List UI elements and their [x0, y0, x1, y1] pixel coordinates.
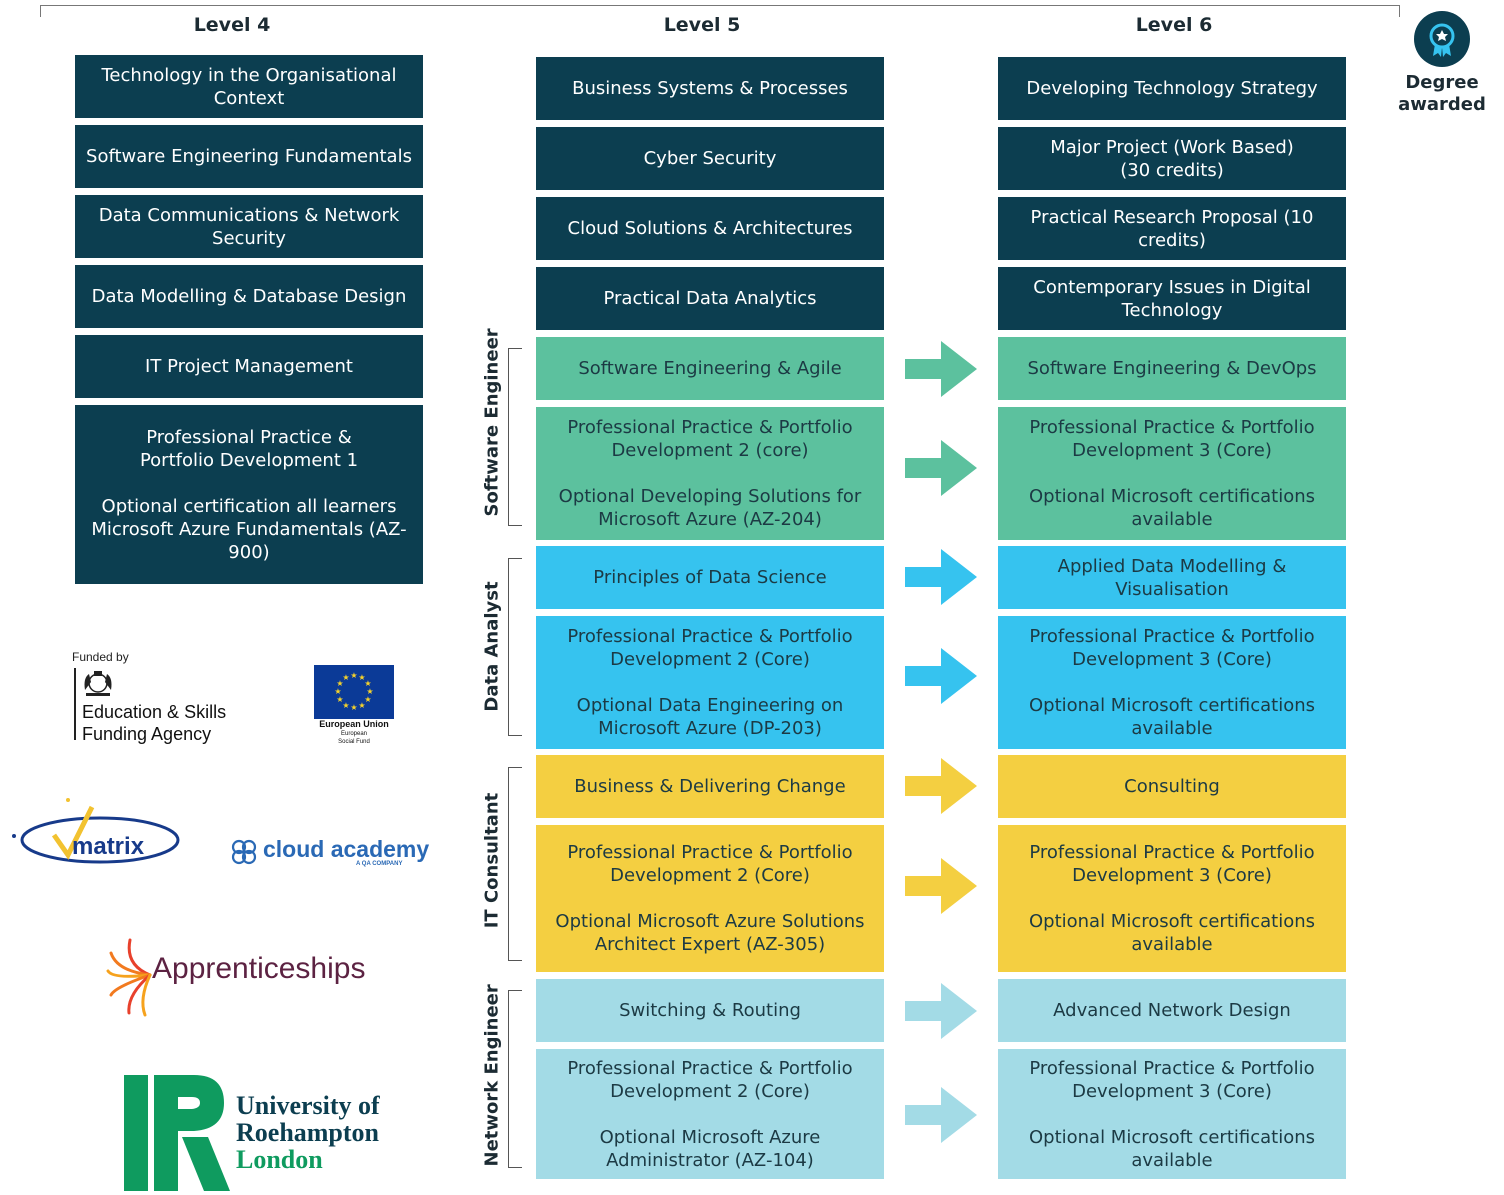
svg-text:★: ★: [364, 695, 371, 704]
l5-network-switching-routing: Switching & Routing: [536, 979, 884, 1042]
svg-text:★: ★: [336, 695, 343, 704]
l5-software-engineering-agile: Software Engineering & Agile: [536, 337, 884, 400]
svg-text:★: ★: [350, 703, 357, 712]
l6-data-modelling-visualisation: Applied Data Modelling & Visualisation: [998, 546, 1346, 609]
l6-module-research-proposal: Practical Research Proposal (10 credits): [998, 197, 1346, 260]
svg-text:★: ★: [364, 679, 371, 688]
l5-consultant-business-change: Business & Delivering Change: [536, 755, 884, 818]
consultant-pathway-label: IT Consultant: [481, 792, 503, 929]
data-bracket: [508, 558, 522, 736]
svg-text:★: ★: [342, 673, 349, 682]
l5-consultant-professional-practice: Professional Practice & Portfolio Develo…: [536, 825, 884, 972]
consultant-arrow-1: [905, 758, 977, 814]
software-bracket: [508, 348, 522, 526]
network-arrow-2: [905, 1087, 977, 1143]
matrix-label: matrix: [72, 833, 145, 860]
level-4-header: Level 4: [193, 14, 271, 36]
eu-flag-icon: ★★★ ★★★ ★★★ ★★★: [314, 665, 394, 719]
svg-text:★: ★: [350, 671, 357, 680]
svg-text:★: ★: [358, 701, 365, 710]
svg-text:★: ★: [342, 701, 349, 710]
l6-network-professional-practice: Professional Practice & Portfolio Develo…: [998, 1049, 1346, 1179]
l6-module-technology-strategy: Developing Technology Strategy: [998, 57, 1346, 120]
top-border-right-tick: [1399, 5, 1400, 17]
l4-module-project-management: IT Project Management: [75, 335, 423, 398]
network-pathway-label: Network Engineer: [481, 984, 503, 1167]
network-arrow-1: [905, 983, 977, 1039]
data-arrow-2: [905, 648, 977, 704]
l5-module-cyber-security: Cyber Security: [536, 127, 884, 190]
roehampton-r-icon: [124, 1075, 230, 1191]
svg-text:★: ★: [336, 679, 343, 688]
l6-network-advanced-design: Advanced Network Design: [998, 979, 1346, 1042]
apprenticeships-icon: [105, 935, 155, 1017]
l6-module-major-project: Major Project (Work Based) (30 credits): [998, 127, 1346, 190]
data-pathway-label: Data Analyst: [481, 581, 503, 712]
data-arrow-1: [905, 549, 977, 605]
svg-text:★: ★: [366, 687, 373, 696]
l5-module-data-analytics: Practical Data Analytics: [536, 267, 884, 330]
l6-module-contemporary-issues: Contemporary Issues in Digital Technolog…: [998, 267, 1346, 330]
esfa-divider: [74, 668, 76, 740]
eu-sublabel: European Social Fund: [338, 731, 370, 745]
l6-consultant-consulting: Consulting: [998, 755, 1346, 818]
degree-awarded-label: Degree awarded: [1398, 72, 1486, 115]
software-arrow-2: [905, 440, 977, 496]
l4-module-software-fundamentals: Software Engineering Fundamentals: [75, 125, 423, 188]
top-border-left-tick: [40, 5, 41, 17]
apprenticeships-label: Apprenticeships: [152, 952, 366, 985]
l4-module-data-modelling: Data Modelling & Database Design: [75, 265, 423, 328]
eu-label: European Union: [319, 719, 389, 729]
svg-text:★: ★: [334, 687, 341, 696]
funded-by-label: Funded by: [72, 650, 129, 664]
l5-module-cloud-solutions: Cloud Solutions & Architectures: [536, 197, 884, 260]
level-5-header: Level 5: [663, 14, 741, 36]
l4-module-technology-context: Technology in the Organisational Context: [75, 55, 423, 118]
l5-data-science: Principles of Data Science: [536, 546, 884, 609]
svg-text:★: ★: [358, 673, 365, 682]
university-name-line3: London: [236, 1145, 323, 1174]
l5-module-business-systems: Business Systems & Processes: [536, 57, 884, 120]
software-pathway-label: Software Engineer: [481, 328, 503, 517]
l6-software-professional-practice: Professional Practice & Portfolio Develo…: [998, 407, 1346, 540]
cloud-academy-label: cloud academy: [263, 836, 430, 862]
l4-module-professional-practice: Professional Practice & Portfolio Develo…: [75, 405, 423, 584]
level-6-header: Level 6: [1135, 14, 1213, 36]
top-border: [40, 5, 1400, 6]
university-name-line1: University of: [236, 1091, 380, 1120]
l6-software-devops: Software Engineering & DevOps: [998, 337, 1346, 400]
university-name-line2: Roehampton: [236, 1118, 380, 1147]
consultant-bracket: [508, 767, 522, 961]
cloud-academy-icon: [230, 838, 258, 866]
l6-consultant-professional-practice: Professional Practice & Portfolio Develo…: [998, 825, 1346, 972]
award-icon: [1414, 11, 1470, 67]
esfa-name: Education & Skills Funding Agency: [82, 702, 227, 744]
matrix-logo: [12, 795, 182, 880]
cloud-academy-sublabel: A QA COMPANY: [356, 861, 403, 867]
l5-data-professional-practice: Professional Practice & Portfolio Develo…: [536, 616, 884, 749]
consultant-arrow-2: [905, 858, 977, 914]
software-arrow-1: [905, 341, 977, 397]
l6-data-professional-practice: Professional Practice & Portfolio Develo…: [998, 616, 1346, 749]
royal-crest-icon: [80, 668, 116, 698]
l5-software-professional-practice: Professional Practice & Portfolio Develo…: [536, 407, 884, 540]
network-bracket: [508, 990, 522, 1168]
l4-module-data-communications: Data Communications & Network Security: [75, 195, 423, 258]
l5-network-professional-practice: Professional Practice & Portfolio Develo…: [536, 1049, 884, 1179]
